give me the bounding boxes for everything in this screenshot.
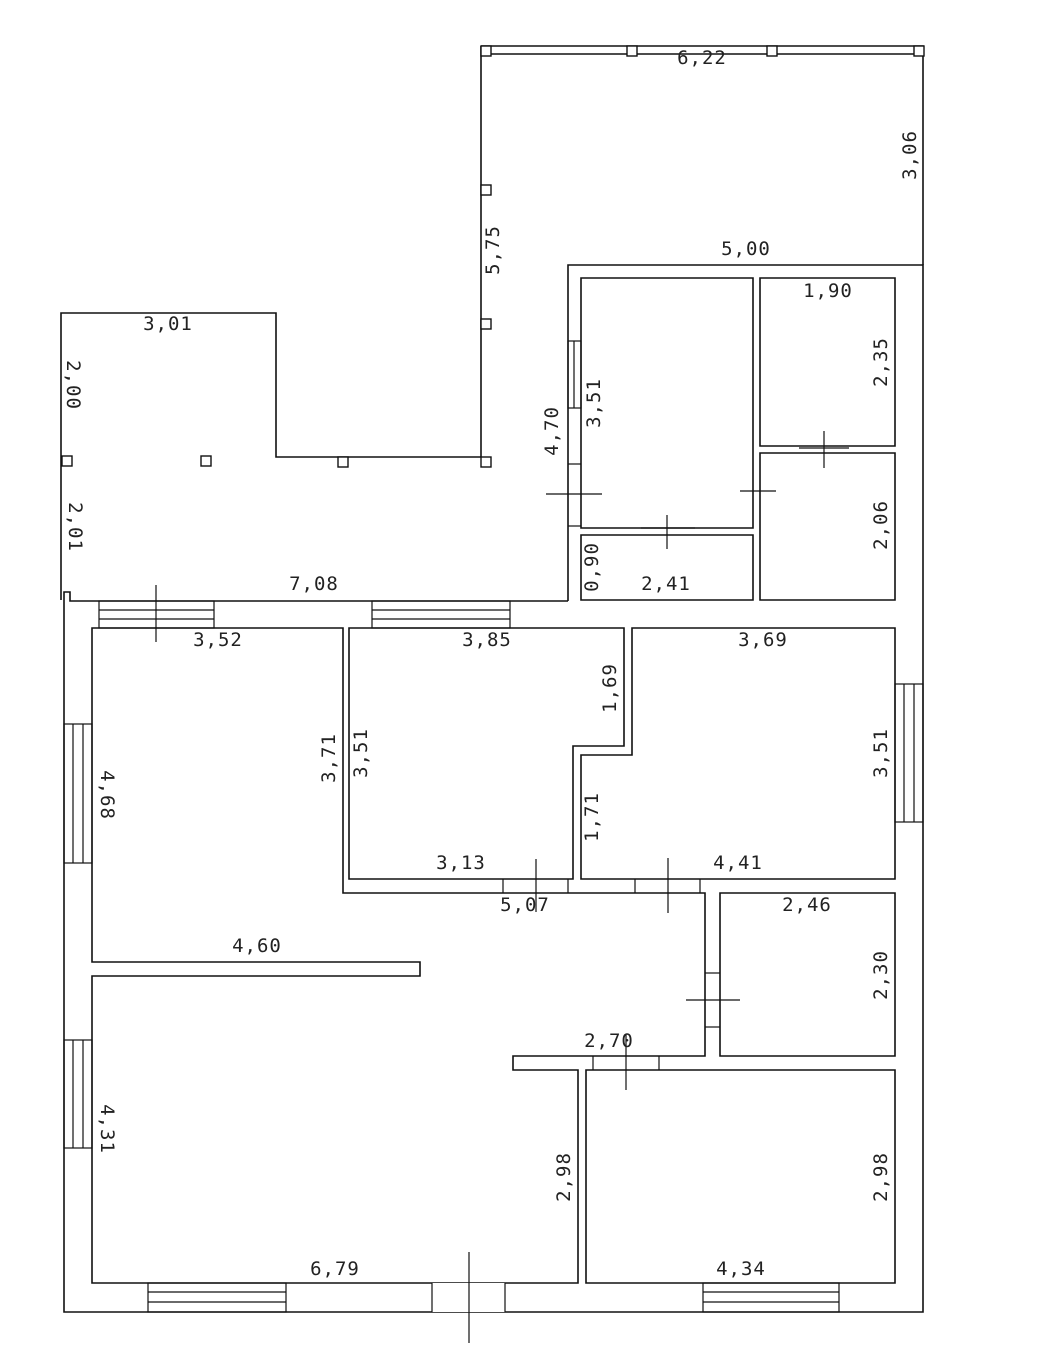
dim-terrace-right: 3,06 — [899, 130, 921, 180]
room-closet — [719, 892, 896, 1057]
dim-storage-side: 0,90 — [581, 542, 603, 592]
dim-partition: 4,60 — [232, 935, 282, 957]
dim-wc-top: 1,90 — [803, 280, 853, 302]
dim-bedroom-right-bottom: 4,41 — [713, 852, 763, 874]
dim-bedroom-right-notch: 1,71 — [581, 792, 603, 842]
dim-bedroom-mid-notch: 1,69 — [599, 663, 621, 713]
room-bedroom-right — [580, 627, 896, 880]
dim-closet-side: 2,30 — [870, 950, 892, 1000]
dim-bedroom-mid-top: 3,85 — [462, 629, 512, 651]
dim-bath-outer: 4,70 — [541, 406, 563, 456]
room-hall-small — [759, 452, 896, 601]
room-storage — [580, 534, 754, 601]
dim-bedroom-left-side: 4,68 — [96, 770, 118, 820]
dim-house-top: 5,00 — [721, 238, 771, 260]
room-bedroom-middle — [348, 627, 625, 880]
dim-porch-bottom: 7,08 — [289, 573, 339, 595]
dim-living-bottom: 6,79 — [310, 1258, 360, 1280]
dim-porch-left-lower: 2,01 — [64, 502, 86, 552]
dim-hall-side: 2,06 — [870, 500, 892, 550]
dim-bedroom-left-top: 3,52 — [193, 629, 243, 651]
dimension-labels: 6,22 3,06 5,75 5,00 3,01 2,00 1,90 2,35 … — [62, 47, 921, 1280]
windows — [63, 340, 924, 1313]
dim-kitchen-door: 2,70 — [584, 1030, 634, 1052]
room-bedroom-left — [91, 627, 706, 1284]
room-bath — [580, 277, 754, 529]
dim-closet-top: 2,46 — [782, 894, 832, 916]
doors — [155, 431, 849, 1343]
dim-kitchen-side: 2,98 — [870, 1152, 892, 1202]
dim-wc-side: 2,35 — [870, 337, 892, 387]
dim-porch-top: 3,01 — [143, 313, 193, 335]
dim-terrace-left: 5,75 — [482, 225, 504, 275]
dim-living-left: 4,31 — [96, 1104, 118, 1154]
dim-bedroom-mid-side: 3,51 — [350, 728, 372, 778]
dim-storage-length: 2,41 — [641, 573, 691, 595]
exterior-walls — [63, 264, 924, 1313]
dim-terrace-top: 6,22 — [677, 47, 727, 69]
dim-bedroom-right-side: 3,51 — [870, 728, 892, 778]
dim-hall-span: 5,07 — [500, 894, 550, 916]
terrace-outline — [480, 45, 924, 457]
room-kitchen — [585, 1069, 896, 1284]
dim-bath-side: 3,51 — [583, 378, 605, 428]
dim-porch-left-upper: 2,00 — [62, 360, 84, 410]
porch-outline — [60, 312, 481, 600]
posts — [61, 45, 925, 468]
dim-living-right: 2,98 — [553, 1152, 575, 1202]
room-wc — [759, 277, 896, 447]
dim-kitchen-bottom: 4,34 — [716, 1258, 766, 1280]
dim-bedroom-mid-bottom: 3,13 — [436, 852, 486, 874]
dim-bedroom-left-inner: 3,71 — [318, 733, 340, 783]
dim-bedroom-right-top: 3,69 — [738, 629, 788, 651]
